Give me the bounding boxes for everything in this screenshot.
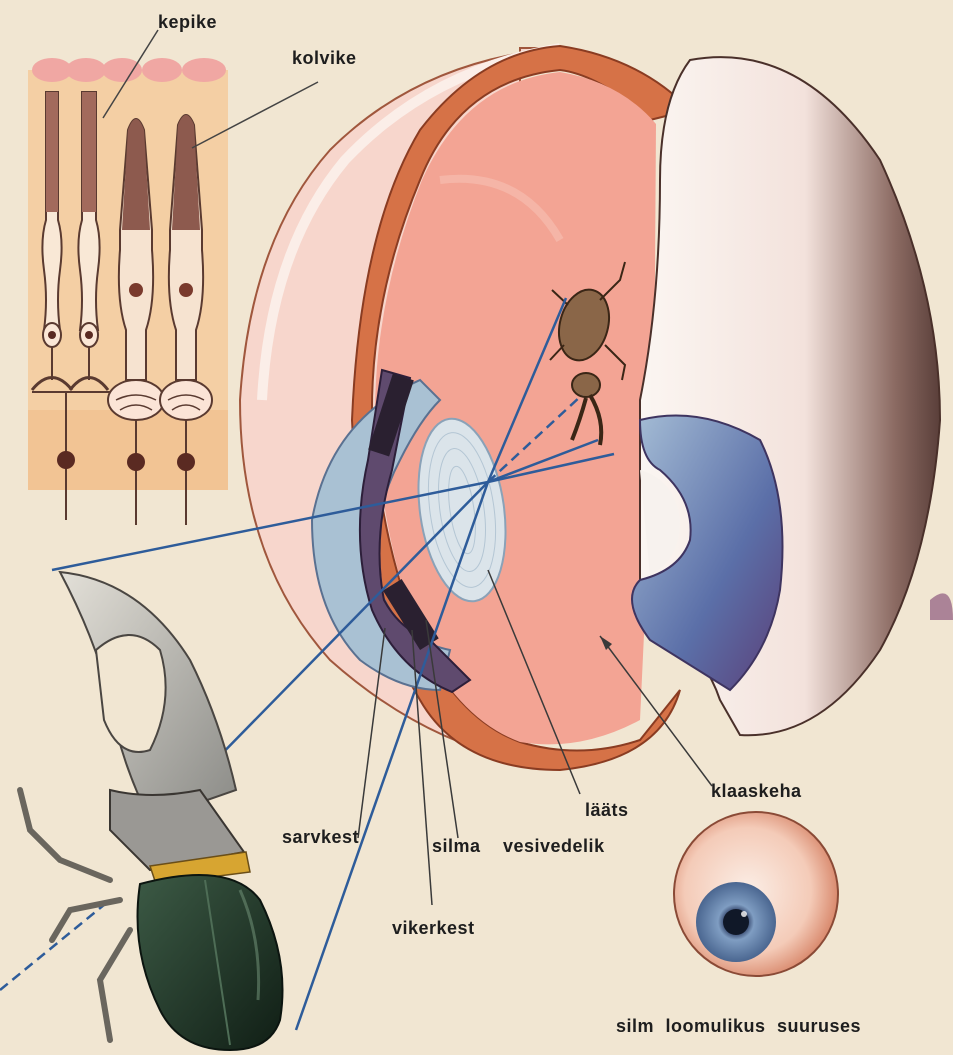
eyeball-icon [674, 812, 838, 976]
label-kepike: kepike [158, 12, 217, 33]
label-kolvike: kolvike [292, 48, 357, 69]
label-klaaskeha: klaaskeha [711, 781, 802, 802]
label-vikerkest: vikerkest [392, 918, 475, 939]
label-silm-loomulikus-suuruses: silm loomulikus suuruses [616, 1016, 861, 1037]
rhinoceros-beetle-icon [20, 572, 283, 1050]
label-silma: silma [432, 836, 481, 857]
eye-cap [632, 57, 940, 735]
label-vesivedelik: vesivedelik [503, 836, 605, 857]
eye-cross-section [240, 46, 690, 770]
label-sarvkest: sarvkest [282, 827, 359, 848]
label-laats: lääts [585, 800, 629, 821]
